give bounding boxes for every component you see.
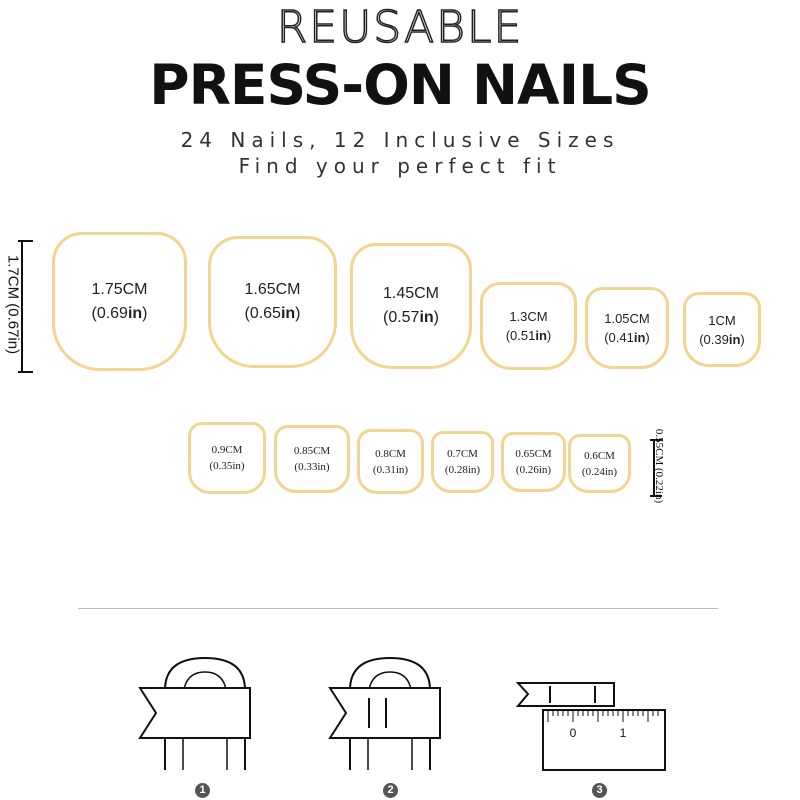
section-divider (78, 608, 718, 609)
nail-size-6: 1CM (0.39in) (683, 292, 761, 367)
nail-in: (0.28in) (444, 464, 481, 476)
nail-cm: 1.45CM (382, 285, 440, 302)
nail-size-7: 0.9CM (0.35in) (188, 422, 266, 494)
ruler-label-0: 0 (570, 726, 577, 740)
small-height-label: 0.55CM (0.22in) (653, 428, 665, 504)
nail-in: (0.69in) (91, 304, 148, 322)
nail-cm: 0.85CM (293, 445, 331, 457)
step3-illustration (515, 682, 666, 771)
nail-cm: 0.65CM (515, 448, 552, 460)
nail-in: (0.33in) (294, 461, 330, 473)
nail-in: (0.31in) (372, 463, 409, 476)
nail-size-11: 0.65CM (0.26in) (501, 432, 566, 492)
nail-in: (0.26in) (515, 464, 552, 476)
title-press-on-nails: PRESS-ON NAILS (149, 53, 651, 117)
nail-cm: 1.3CM (509, 309, 548, 324)
nail-size-2: 1.65CM (0.65in) (208, 236, 337, 368)
nail-cm: 0.7CM (447, 448, 478, 460)
nail-in: (0.39in) (699, 331, 745, 347)
step-2-badge: 2 (383, 783, 398, 798)
nail-cm: 0.9CM (211, 444, 243, 456)
nail-size-5: 1.05CM (0.41in) (585, 287, 669, 369)
subtitle-sizes: 24 Nails, 12 Inclusive Sizes (180, 128, 620, 152)
step2-illustration (328, 656, 441, 770)
nail-cm: 0.6CM (584, 449, 615, 462)
ruler-label-1: 1 (620, 726, 627, 740)
nail-in: (0.24in) (581, 465, 618, 478)
nail-cm: 1.65CM (244, 281, 301, 298)
nail-size-3: 1.45CM (0.57in) (350, 243, 472, 369)
step1-illustration (138, 656, 251, 770)
nail-cm: 0.8CM (375, 447, 406, 460)
step-1-badge: 1 (195, 783, 210, 798)
nail-cm: 1CM (708, 312, 736, 328)
subtitle-fit: Find your perfect fit (238, 154, 562, 178)
nail-in: (0.41in) (604, 330, 650, 345)
nail-size-8: 0.85CM (0.33in) (274, 425, 350, 493)
nail-in: (0.57in) (382, 309, 439, 326)
large-height-label: 1.7CM (0.67in) (4, 254, 22, 355)
nail-size-12: 0.6CM (0.24in) (568, 434, 631, 493)
nail-in: (0.51in) (505, 328, 552, 343)
nail-size-9: 0.8CM (0.31in) (357, 429, 424, 494)
nail-cm: 1.75CM (91, 280, 148, 298)
nail-in: (0.35in) (209, 460, 245, 472)
nail-size-4: 1.3CM (0.51in) (480, 282, 577, 370)
nail-size-10: 0.7CM (0.28in) (431, 431, 494, 493)
step-3-badge: 3 (592, 783, 607, 798)
title-reusable: REUSABLE (276, 2, 524, 53)
nail-in: (0.65in) (244, 305, 301, 322)
nail-size-1: 1.75CM (0.69in) (52, 232, 187, 371)
nail-cm: 1.05CM (604, 311, 650, 326)
